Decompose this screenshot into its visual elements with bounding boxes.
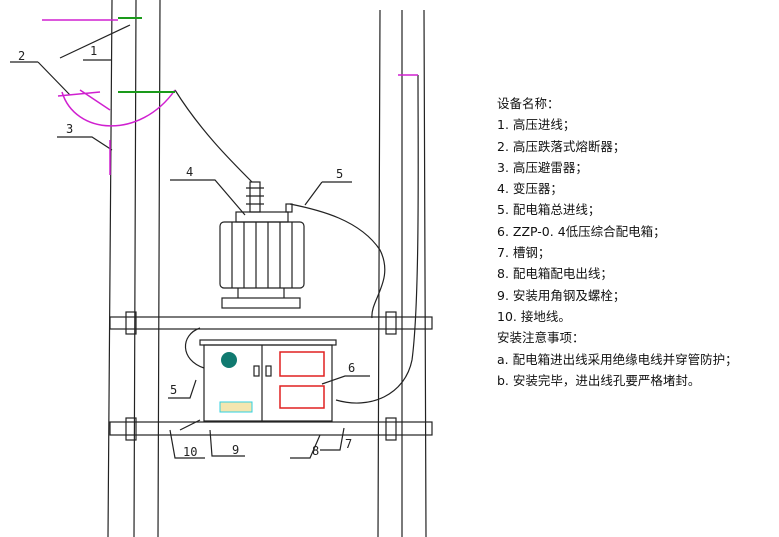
label-10: 10: [183, 445, 197, 459]
legend-item: 8. 配电箱配电出线；: [497, 266, 613, 282]
label-6: 6: [348, 361, 355, 375]
crossarm-fittings: [118, 17, 175, 93]
distribution-box: [199, 339, 337, 422]
right-pole: [377, 9, 427, 537]
legend-item: 2. 高压跌落式熔断器；: [497, 138, 626, 154]
label-4: 4: [186, 165, 193, 179]
box-warning-sign: [279, 351, 325, 377]
legend-item: 9. 安装用角钢及螺栓；: [497, 287, 626, 303]
lower-channel-steel: [109, 421, 433, 436]
legend-item: 7. 槽钢；: [497, 245, 551, 261]
label-8: 8: [312, 444, 319, 458]
ground-wire: [179, 419, 201, 431]
note-item: a. 配电箱进出线采用绝缘电线并穿管防护；: [497, 351, 738, 367]
label-5: 5: [336, 167, 343, 181]
legend-item: 5. 配电箱总进线；: [497, 202, 601, 218]
label-7: 7: [345, 437, 352, 451]
box-label-sign: [279, 385, 325, 409]
label-2: 2: [18, 49, 25, 63]
left-pole: [107, 0, 161, 537]
legend-item: 10. 接地线。: [497, 308, 571, 324]
note-item: b. 安装完毕，进出线孔要严格堵封。: [497, 372, 701, 388]
legend-item: 1. 高压进线；: [497, 117, 576, 133]
notes-title: 安装注意事项：: [497, 330, 585, 346]
bolts: [125, 311, 397, 441]
main-incoming-wire: [289, 203, 386, 319]
legend-title: 设备名称：: [497, 96, 560, 111]
transformer: [219, 181, 305, 309]
label-9: 9: [232, 443, 239, 457]
box-logo: [221, 352, 237, 368]
transformer-hv-lead: [174, 89, 253, 183]
label-3: 3: [66, 122, 73, 136]
legend-item: 3. 高压避雷器；: [497, 159, 588, 175]
legend-item: 4. 变压器；: [497, 181, 563, 197]
legend-item: 6. ZZP-0. 4低压综合配电箱；: [497, 223, 666, 239]
box-outgoing-wire: [335, 74, 419, 404]
fuse-and-arrester: [42, 19, 418, 175]
box-incoming-wire: [184, 327, 205, 369]
label-5b: 5: [170, 383, 177, 397]
equipment-legend: 设备名称： 1. 高压进线； 2. 高压跌落式熔断器； 3. 高压避雷器； 4.…: [497, 93, 738, 391]
upper-channel-steel: [109, 316, 433, 330]
box-nameplate: [219, 401, 253, 413]
label-1: 1: [90, 44, 97, 58]
